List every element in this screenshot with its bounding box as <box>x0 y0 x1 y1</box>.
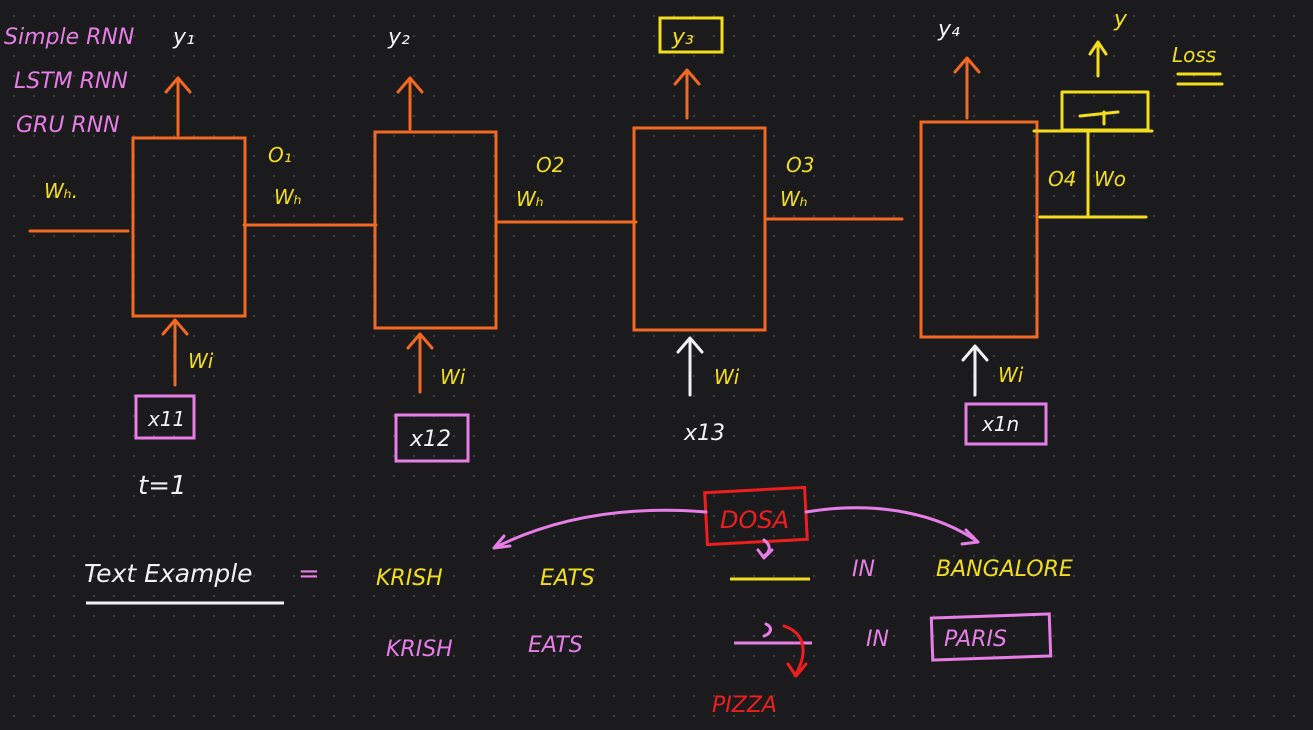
o2-label: O2 <box>536 153 564 177</box>
context-arrows <box>492 506 980 560</box>
row2-blank-squiggle <box>762 622 772 638</box>
timestep-label: t=1 <box>138 471 187 501</box>
rnn-cell-3 <box>632 126 767 332</box>
input-x13: x13 <box>683 421 725 446</box>
output-y4: y₄ <box>937 17 960 42</box>
input-box-x1n <box>964 402 1048 446</box>
input-arrows <box>161 318 989 397</box>
hidden-state-lines <box>28 217 904 233</box>
wi-label-4: Wi <box>998 363 1024 387</box>
input-arrow-4 <box>961 344 989 397</box>
output-arrows <box>164 56 981 137</box>
wh-label-2: Wₕ <box>516 187 544 211</box>
arrow-to-krish <box>492 508 708 550</box>
rnn-type-lstm: LSTM RNN <box>14 69 128 94</box>
row1-word-bangalore: BANGALORE <box>936 557 1073 582</box>
rnn-type-simple: Simple RNN <box>4 25 134 50</box>
wh-label-3: Wₕ <box>780 187 808 211</box>
output-y1: y₁ <box>172 25 195 50</box>
arrow-to-bangalore <box>804 506 980 546</box>
wo-label: Wo <box>1094 167 1126 191</box>
output-y3-box <box>658 16 724 54</box>
wh-start-label: Wₕ. <box>44 179 78 203</box>
output-arrow-2 <box>396 76 424 131</box>
output-y3: y₃ <box>671 25 694 50</box>
input-arrow-3 <box>676 336 704 397</box>
o1-label: O₁ <box>268 143 292 167</box>
input-x11: x11 <box>147 407 185 431</box>
o3-label: O3 <box>786 153 814 177</box>
row2-word-paris: PARIS <box>944 627 1007 652</box>
o4-label: O4 <box>1048 167 1076 191</box>
rnn-cells <box>131 120 1039 339</box>
rnn-type-gru: GRU RNN <box>16 113 120 138</box>
input-x1n: x1n <box>981 412 1019 436</box>
dosa-down-arrow <box>756 538 774 560</box>
wi-label-2: Wi <box>440 365 466 389</box>
row2-blank-word-pizza: PIZZA <box>712 693 777 718</box>
pizza-arrow <box>782 624 808 678</box>
row2-word-krish: KRISH <box>386 637 453 662</box>
rnn-cell-2 <box>373 130 498 330</box>
input-box-x11 <box>134 394 196 440</box>
text-example-equals: = <box>298 559 320 589</box>
output-arrow-3 <box>673 68 701 120</box>
output-y2: y₂ <box>387 25 410 50</box>
row1-word-eats: EATS <box>540 566 595 591</box>
input-x12: x12 <box>409 427 451 452</box>
final-output-y: y <box>1113 7 1128 32</box>
row2-word-in: IN <box>866 627 889 652</box>
row1-blank-word-dosa: DOSA <box>720 506 789 534</box>
row1-word-krish: KRISH <box>376 566 443 591</box>
output-arrow-4 <box>953 56 981 120</box>
y-arrow <box>1088 40 1108 78</box>
row1-word-in: IN <box>852 557 875 582</box>
row2-word-eats: EATS <box>528 633 583 658</box>
loss-box-inner-mark <box>1078 110 1120 126</box>
final-output-stack <box>1032 40 1224 219</box>
output-arrow-1 <box>164 76 192 137</box>
wi-label-3: Wi <box>714 365 740 389</box>
input-box-x12 <box>394 413 470 463</box>
input-arrow-1 <box>161 318 189 387</box>
text-example-label: Text Example <box>84 559 253 588</box>
paris-box <box>929 612 1053 662</box>
wh-label-1: Wₕ <box>274 185 302 209</box>
rnn-cell-4 <box>919 120 1039 339</box>
rnn-cell-1 <box>131 136 247 318</box>
input-boxes <box>134 394 1048 463</box>
input-arrow-2 <box>406 332 434 394</box>
wi-label-1: Wi <box>188 349 214 373</box>
loss-label: Loss <box>1172 43 1216 67</box>
